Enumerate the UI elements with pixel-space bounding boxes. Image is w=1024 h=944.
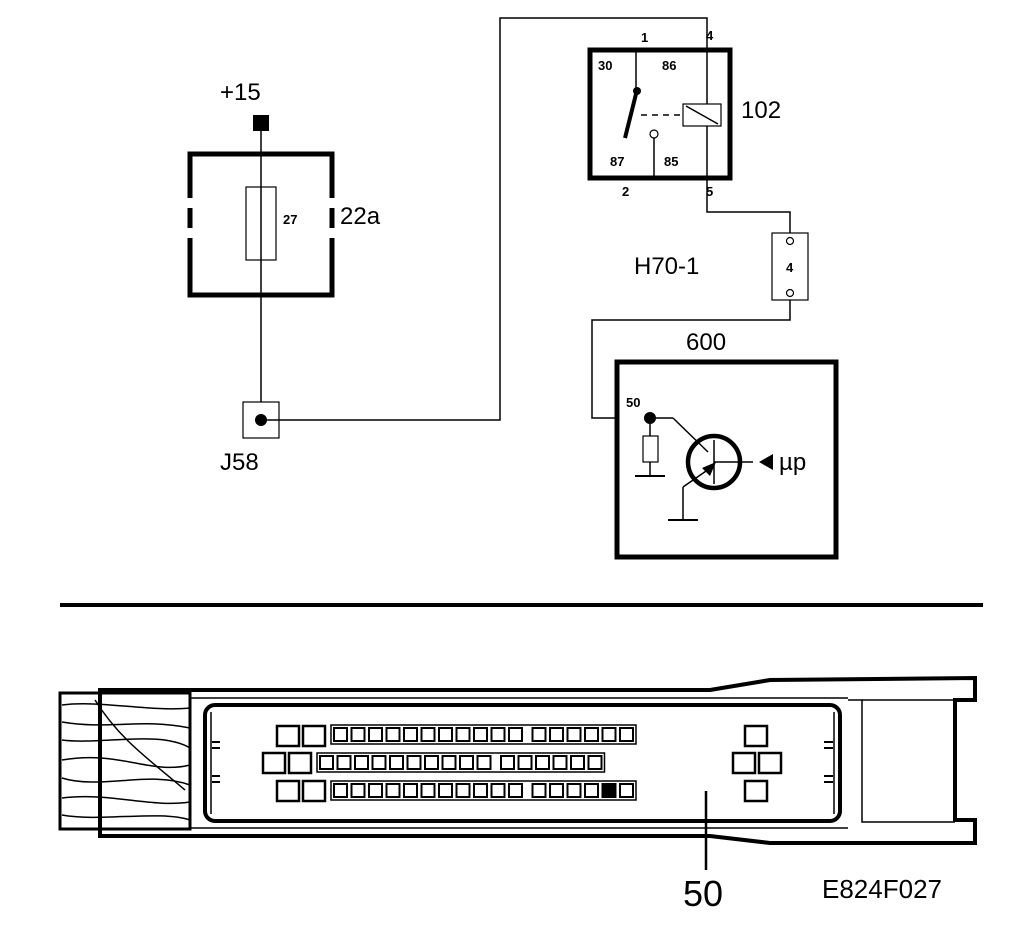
connector-pin: [455, 783, 471, 798]
connector-pin: [549, 727, 564, 742]
pin-rows: [316, 724, 637, 801]
connector-pin: [584, 783, 599, 798]
relay-term-5: 5: [706, 184, 713, 199]
connector-pin: [403, 727, 418, 742]
connector-pin-label: 4: [786, 260, 794, 275]
pin-callout-label: 50: [683, 873, 723, 914]
pin-row-frame: [330, 780, 637, 801]
connector-pin: [371, 755, 387, 770]
connector-pin: [584, 727, 599, 742]
connector-pin: [473, 727, 488, 742]
connector-label: H70-1: [634, 253, 699, 280]
supply-label: +15: [220, 79, 261, 106]
connector-pin: [508, 783, 523, 798]
connector-pin: [587, 755, 603, 770]
connector-pin: [517, 755, 533, 770]
connector-pin: [566, 783, 582, 798]
connector-pin: [549, 783, 564, 798]
connector-pin: [601, 727, 617, 742]
wire-splice-relay: [261, 17, 708, 421]
connector-pin: [570, 755, 585, 770]
relay-term-2: 2: [622, 184, 629, 199]
fuse-label: 27: [283, 212, 297, 227]
connector-housing: [98, 675, 977, 845]
relay-term-1: 1: [641, 30, 648, 45]
connector-pin: [354, 755, 369, 770]
connector-pin: [441, 755, 457, 770]
connector-pin: [490, 783, 506, 798]
connector-pin: [476, 755, 492, 770]
wire-relay-connector: [706, 178, 791, 240]
wire-connector-ecu: [591, 300, 791, 419]
ecu-pin-label: 50: [626, 395, 640, 410]
connector-pin: [531, 727, 547, 742]
connector-pin: [368, 727, 383, 742]
connector-pin: [420, 783, 436, 798]
supply-terminal: [253, 115, 269, 131]
relay-term-4: 4: [706, 28, 714, 43]
connector-pin: [333, 727, 348, 742]
connector-pin: [619, 727, 634, 742]
connector-pin: [619, 783, 634, 798]
connector-pin: [535, 755, 550, 770]
connector-pin: [531, 783, 547, 798]
connector-pin: [350, 783, 366, 798]
ecu-label: 600: [686, 329, 726, 356]
relay-label: 102: [741, 97, 781, 124]
connector-pin: [403, 783, 418, 798]
connector-pin: [473, 783, 488, 798]
connector-pin: [455, 727, 471, 742]
connector-pin: [319, 755, 334, 770]
connector-view: 50 E824F027: [58, 675, 977, 914]
relay-pin-30: 30: [598, 58, 612, 73]
ecu-resistor: [642, 435, 659, 463]
highlighted-pin: [601, 783, 617, 798]
fuse-box-label: 22a: [340, 203, 381, 230]
connector-pin: [333, 783, 348, 798]
connector-pin: [385, 727, 401, 742]
pin-row-frame: [316, 752, 606, 773]
splice-label: J58: [220, 449, 259, 476]
connector-pin: [336, 755, 352, 770]
connector-pin: [424, 755, 439, 770]
connector-pin: [490, 727, 506, 742]
relay-pin-87: 87: [610, 154, 624, 169]
connector-pin: [459, 755, 474, 770]
connector-pin: [350, 727, 366, 742]
drawing-code: E824F027: [822, 874, 942, 904]
connector-pin: [438, 727, 453, 742]
connector-pin: [566, 727, 582, 742]
connector-pin: [438, 783, 453, 798]
pin-row-frame: [330, 724, 637, 745]
connector-pin: [368, 783, 383, 798]
connector-pin: [389, 755, 404, 770]
relay-switch-arm: [623, 89, 639, 139]
connector-pin: [552, 755, 568, 770]
connector-pin: [420, 727, 436, 742]
connector-shroud: [203, 703, 842, 823]
connector-pin: [385, 783, 401, 798]
relay-pin-85: 85: [664, 154, 678, 169]
relay-pin-86: 86: [662, 58, 676, 73]
connector-pin: [406, 755, 422, 770]
connector-pin: [508, 727, 523, 742]
microprocessor-label: µp: [779, 449, 806, 476]
circuit-section: +15 22a 27 J58 102 1 4 2 5 30 86 87 85: [186, 17, 839, 560]
connector-pin: [500, 755, 515, 770]
